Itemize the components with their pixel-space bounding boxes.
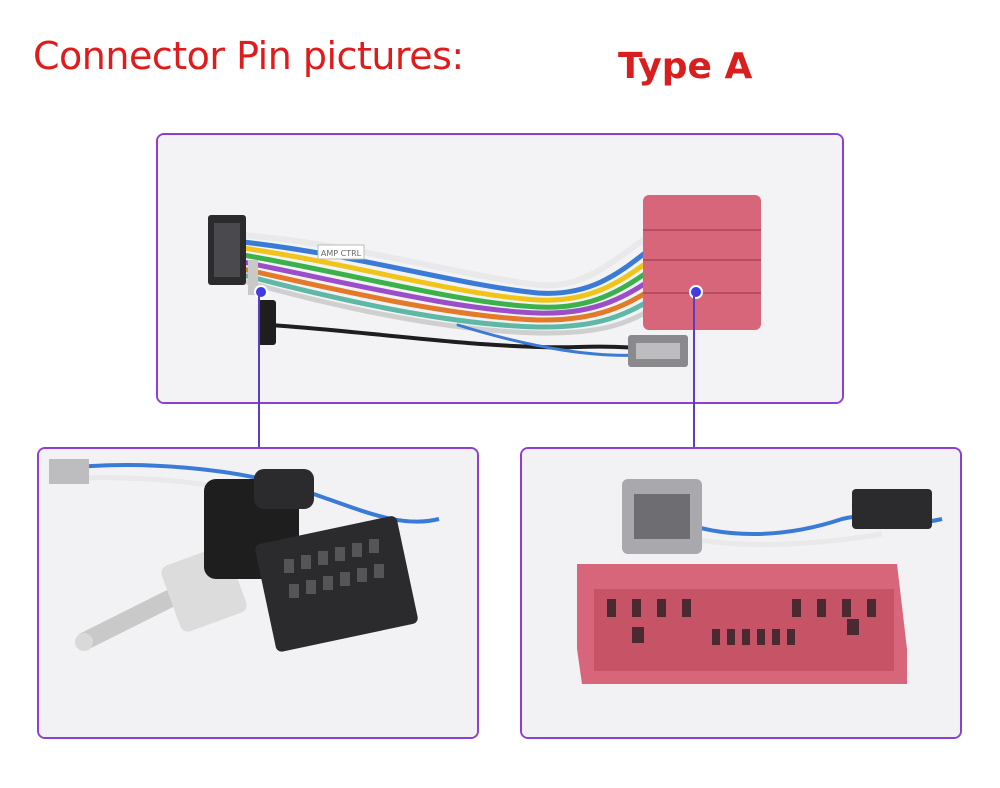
pink-connector-closeup-photo <box>520 447 962 739</box>
pointer-line-right <box>693 290 695 447</box>
type-label: Type A <box>618 46 753 87</box>
pointer-line-left <box>258 290 260 447</box>
page-title: Connector Pin pictures: <box>33 34 464 78</box>
wire-tag-label: AMP CTRL <box>321 249 362 258</box>
harness-overview-photo: AMP CTRL <box>156 133 844 404</box>
black-connector-background <box>852 489 932 529</box>
pink-connector <box>643 195 761 330</box>
antenna-plug-pin <box>79 579 199 649</box>
black-connector-closeup-photo <box>37 447 479 739</box>
antenna-plug <box>258 300 276 345</box>
